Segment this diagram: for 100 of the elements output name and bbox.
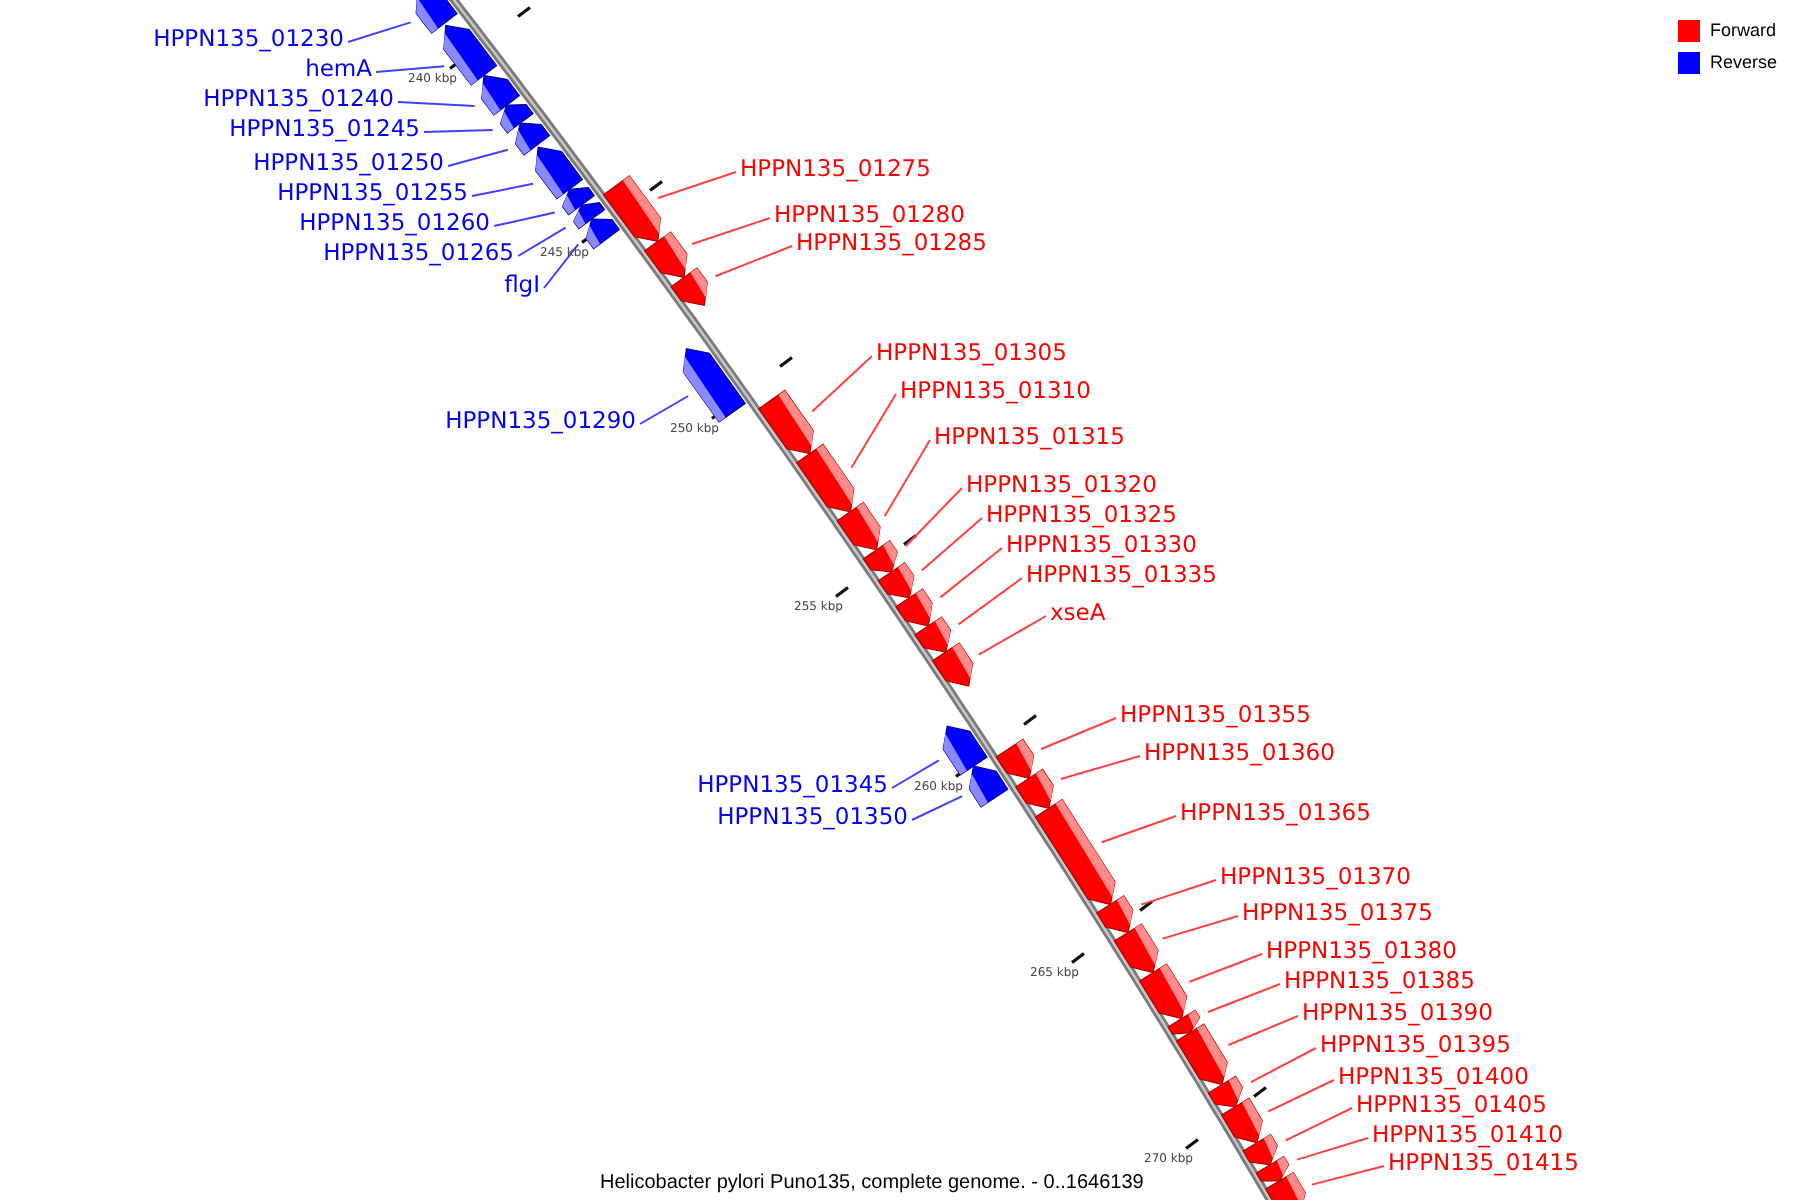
leader-line <box>639 395 690 425</box>
leader-line <box>911 795 964 821</box>
leader-line <box>447 148 509 167</box>
gene-label: HPPN135_01365 <box>1180 798 1371 826</box>
leader-line <box>1188 953 1263 983</box>
gene-label: HPPN135_01345 <box>697 770 888 798</box>
gene-block <box>914 616 952 653</box>
gene-label: HPPN135_01230 <box>153 24 344 52</box>
leader-line <box>850 393 897 469</box>
leader-line <box>1227 1015 1299 1046</box>
gene-block <box>862 539 898 573</box>
gene-block <box>1113 923 1159 974</box>
gene-block <box>1014 768 1054 809</box>
gene-block <box>836 501 881 551</box>
gene-label: HPPN135_01400 <box>1338 1062 1529 1090</box>
gene-block <box>1175 1023 1228 1086</box>
gene-block <box>995 738 1035 779</box>
leader-line <box>493 211 556 227</box>
gene-block <box>535 146 584 200</box>
gene-block <box>682 348 747 423</box>
gene-block <box>1034 798 1116 906</box>
gene-block <box>602 174 662 243</box>
gene-label: flgI <box>504 270 540 298</box>
gene-block <box>942 725 988 776</box>
gene-label: HPPN135_01275 <box>740 154 931 182</box>
gene-label: HPPN135_01245 <box>229 114 420 142</box>
gene-label: HPPN135_01265 <box>323 238 514 266</box>
gene-label: HPPN135_01380 <box>1266 936 1457 964</box>
gene-block <box>1095 894 1134 934</box>
leader-line <box>1207 983 1281 1013</box>
gene-block <box>670 267 708 307</box>
gene-label: HPPN135_01280 <box>774 200 965 228</box>
leader-line <box>977 615 1047 656</box>
gene-block <box>415 0 458 35</box>
gene-label: HPPN135_01350 <box>717 802 908 830</box>
leader-line <box>517 226 567 257</box>
leader-line <box>811 355 873 413</box>
gene-label: HPPN135_01305 <box>876 338 1067 366</box>
gene-block <box>1138 963 1188 1020</box>
gene-label: HPPN135_01410 <box>1372 1120 1563 1148</box>
leader-line <box>883 439 931 517</box>
gene-block <box>895 588 933 627</box>
leader-line <box>714 245 793 278</box>
leader-line <box>1284 1107 1353 1142</box>
gene-block <box>1207 1075 1244 1108</box>
gene-label: HPPN135_01415 <box>1388 1148 1579 1176</box>
gene-label: HPPN135_01370 <box>1220 862 1411 890</box>
gene-block <box>1264 1171 1306 1200</box>
leader-line <box>891 759 940 789</box>
leader-line <box>1059 755 1141 780</box>
gene-label: HPPN135_01395 <box>1320 1030 1511 1058</box>
leader-line <box>471 182 534 197</box>
legend-label: Reverse <box>1710 52 1778 74</box>
gene-block <box>795 443 855 513</box>
leader-line <box>939 547 1003 599</box>
gene-label: HPPN135_01330 <box>1006 530 1197 558</box>
gene-label: HPPN135_01390 <box>1302 998 1493 1026</box>
leader-line <box>347 21 412 43</box>
gene-label: HPPN135_01360 <box>1144 738 1335 766</box>
gene-block <box>931 642 974 687</box>
gene-block <box>877 561 915 599</box>
legend-label: Forward <box>1710 20 1777 42</box>
gene-label: HPPN135_01325 <box>986 500 1177 528</box>
leader-line <box>1161 915 1239 940</box>
gene-label: HPPN135_01260 <box>299 208 490 236</box>
gene-label: HPPN135_01250 <box>253 148 444 176</box>
gene-label: HPPN135_01385 <box>1284 966 1475 994</box>
leader-line <box>921 517 983 572</box>
leader-line <box>657 171 737 199</box>
gene-block <box>585 218 621 250</box>
gene-label: HPPN135_01405 <box>1356 1090 1547 1118</box>
gene-label: HPPN135_01315 <box>934 422 1125 450</box>
leader-line <box>1267 1079 1335 1113</box>
gene-label: HPPN135_01375 <box>1242 898 1433 926</box>
leader-line <box>904 487 963 548</box>
gene-block <box>643 231 688 279</box>
gene-block <box>968 765 1009 808</box>
leader-line <box>375 65 446 73</box>
leader-line <box>397 101 476 107</box>
gene-label: hemA <box>305 54 372 82</box>
gene-label: HPPN135_01310 <box>900 376 1091 404</box>
leader-line <box>1140 879 1217 906</box>
gene-label: HPPN135_01320 <box>966 470 1157 498</box>
leader-line <box>1250 1047 1317 1084</box>
gene-block <box>1255 1155 1290 1182</box>
leader-line <box>423 129 494 133</box>
leader-line <box>691 217 771 245</box>
gene-label: HPPN135_01255 <box>277 178 468 206</box>
leader-line <box>957 577 1023 626</box>
leader-line <box>1311 1165 1385 1186</box>
gene-label: HPPN135_01335 <box>1026 560 1217 588</box>
leader-line <box>1100 815 1177 844</box>
caption: Helicobacter pylori Puno135, complete genome. - 0..1646139 <box>600 1172 1144 1196</box>
gene-block <box>757 389 814 455</box>
leader-line <box>1040 717 1117 750</box>
gene-block <box>1242 1133 1278 1166</box>
gene-label: HPPN135_01285 <box>796 228 987 256</box>
gene-label: HPPN135_01355 <box>1120 700 1311 728</box>
gene-label: HPPN135_01240 <box>203 84 394 112</box>
leader-line <box>1296 1137 1369 1161</box>
